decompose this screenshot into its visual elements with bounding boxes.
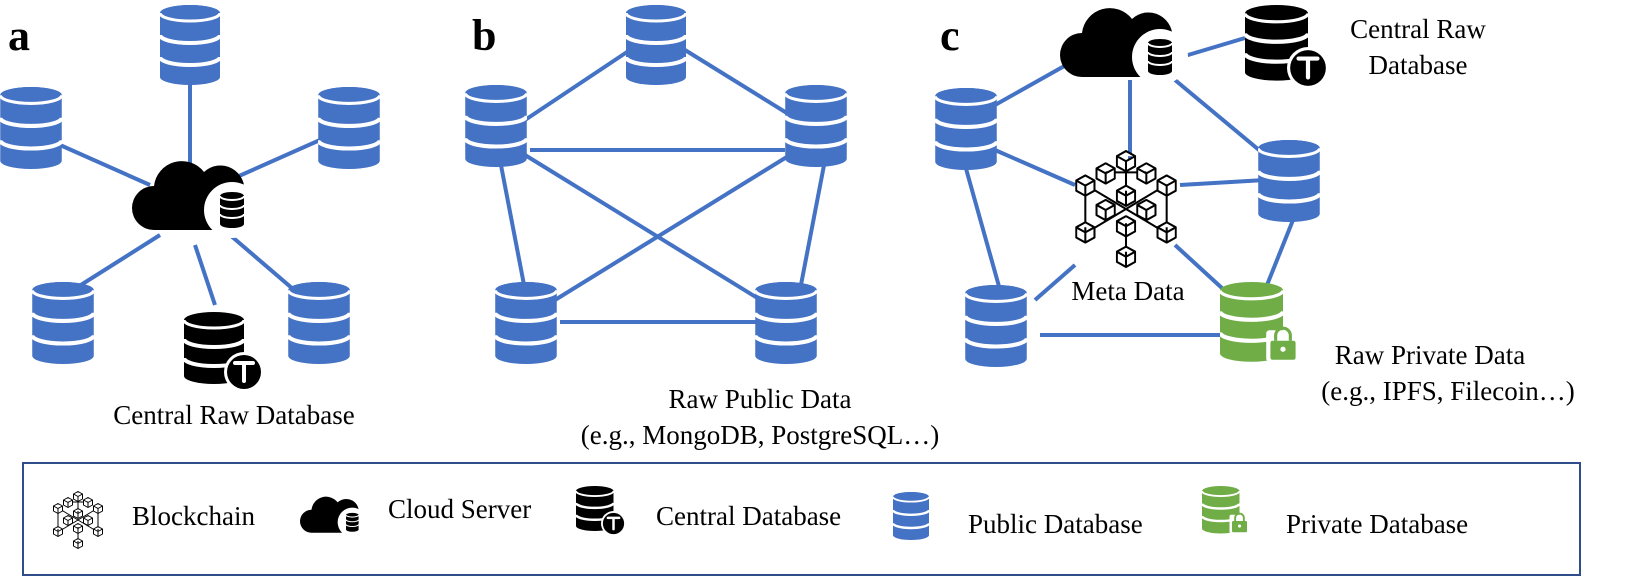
legend-label-public-database: Public Database xyxy=(968,509,1143,539)
panel-b: b Raw Public Data (e.g., MongoDB, Postgr… xyxy=(465,5,939,450)
public-database-icon xyxy=(785,85,847,167)
panel-c-meta-caption: Meta Data xyxy=(1071,276,1184,306)
public-database-icon xyxy=(1258,140,1320,222)
panel-c-central-caption-line2: Database xyxy=(1369,50,1468,80)
central-database-icon xyxy=(1245,5,1329,89)
public-database-icon xyxy=(893,492,929,540)
panel-c-private-caption-line2: (e.g., IPFS, Filecoin…) xyxy=(1321,376,1575,406)
public-database-icon xyxy=(32,282,94,364)
legend-label-private-database: Private Database xyxy=(1286,509,1468,539)
public-database-icon xyxy=(318,87,380,169)
panel-a-letter: a xyxy=(8,11,30,60)
public-database-icon xyxy=(288,282,350,364)
panel-c-links xyxy=(963,36,1297,337)
cloud-server-icon xyxy=(132,160,261,238)
legend-item-cloud-server: Cloud Server xyxy=(300,494,531,537)
legend-box xyxy=(22,462,1581,576)
panel-a: a Central Raw Database xyxy=(0,5,380,430)
panel-b-links xyxy=(498,48,827,324)
legend-item-blockchain: Blockchain xyxy=(54,492,255,549)
public-database-icon xyxy=(935,88,997,170)
public-database-icon xyxy=(465,85,527,167)
legend: Blockchain Cloud Server Central Database… xyxy=(22,462,1581,576)
central-database-icon xyxy=(184,312,264,392)
cloud-server-icon xyxy=(1060,7,1189,85)
panel-c-private-caption-line1: Raw Private Data xyxy=(1335,340,1525,370)
blockchain-icon xyxy=(1076,151,1176,267)
legend-label-cloud-server: Cloud Server xyxy=(388,494,531,524)
legend-label-blockchain: Blockchain xyxy=(132,501,255,531)
public-database-icon xyxy=(495,282,557,364)
legend-item-central-database: Central Database xyxy=(576,486,841,536)
private-database-icon xyxy=(1220,282,1300,362)
legend-item-public-database: Public Database xyxy=(893,492,1143,540)
panel-a-caption: Central Raw Database xyxy=(113,400,354,430)
public-database-icon xyxy=(0,87,62,169)
panel-b-caption-line1: Raw Public Data xyxy=(669,384,852,414)
legend-item-private-database: Private Database xyxy=(1202,486,1468,539)
public-database-icon xyxy=(755,282,817,364)
panel-b-caption-line2: (e.g., MongoDB, PostgreSQL…) xyxy=(581,420,940,450)
panel-c-central-caption-line1: Central Raw xyxy=(1350,14,1486,44)
panel-b-letter: b xyxy=(472,11,496,60)
public-database-icon xyxy=(626,5,686,85)
panel-c: c Central Raw Database Meta Data Raw Pri… xyxy=(935,5,1575,406)
panel-c-letter: c xyxy=(940,11,960,60)
legend-label-central-database: Central Database xyxy=(656,501,841,531)
public-database-icon xyxy=(160,5,220,85)
public-database-icon xyxy=(965,285,1027,367)
